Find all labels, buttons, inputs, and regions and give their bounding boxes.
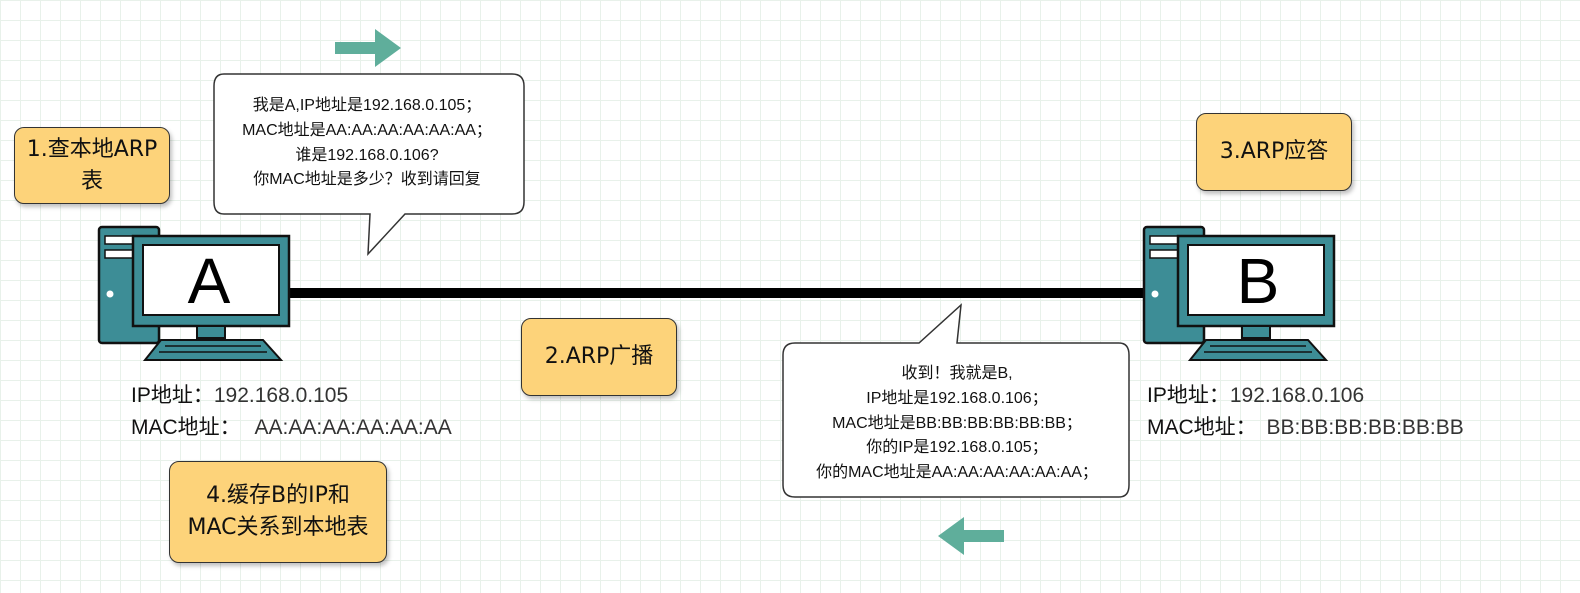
computer-b-label: B — [1236, 245, 1280, 317]
host-b-ip-label: IP地址： — [1147, 384, 1230, 407]
speech-bubble-b-text: 收到！我就是B, IP地址是192.168.0.106； MAC地址是BB:BB… — [785, 362, 1129, 486]
host-a-ip-value: 192.168.0.105 — [213, 384, 349, 407]
host-b-ip-row: IP地址：192.168.0.106 — [1147, 380, 1464, 412]
bubble-b-line: 收到！我就是B, — [901, 365, 1013, 382]
computer-b: B — [1140, 222, 1340, 364]
speech-bubble-a — [213, 73, 525, 257]
computer-a: A — [95, 222, 295, 364]
bubble-a-line: 我是A,IP地址是192.168.0.105； — [252, 97, 482, 114]
host-a-mac-row: MAC地址： AA:AA:AA:AA:AA:AA — [131, 412, 452, 444]
computer-a-label: A — [187, 245, 231, 317]
computer-icon — [1142, 225, 1336, 361]
host-b-mac-value: BB:BB:BB:BB:BB:BB — [1266, 416, 1464, 439]
speech-bubble-a-text: 我是A,IP地址是192.168.0.105； MAC地址是AA:AA:AA:A… — [214, 94, 520, 193]
step-4-box: 4.缓存B的IP和 MAC关系到本地表 — [169, 461, 387, 563]
host-a-ip-label: IP地址： — [131, 384, 214, 407]
step-2-label: 2.ARP广播 — [544, 344, 654, 370]
bubble-b-line: MAC地址是BB:BB:BB:BB:BB:BB； — [832, 414, 1082, 432]
step-3-label: 3.ARP应答 — [1219, 139, 1329, 165]
host-a-mac-value: AA:AA:AA:AA:AA:AA — [254, 416, 452, 439]
computer-icon — [97, 225, 291, 361]
step-1-label: 1.查本地ARP 表 — [26, 136, 158, 194]
arrow-left-icon — [938, 517, 1004, 555]
bubble-a-line: 谁是192.168.0.106? — [295, 146, 439, 164]
host-b-ip-value: 192.168.0.106 — [1229, 384, 1365, 407]
step-4-label: 4.缓存B的IP和 MAC关系到本地表 — [187, 483, 369, 540]
step-1-box: 1.查本地ARP 表 — [14, 127, 170, 204]
bubble-a-line: MAC地址是AA:AA:AA:AA:AA:AA； — [242, 121, 492, 139]
step-3-box: 3.ARP应答 — [1196, 113, 1352, 191]
speech-bubble-b — [782, 303, 1130, 498]
host-b-mac-label: MAC地址： — [1147, 416, 1257, 439]
bubble-b-line: 你的MAC地址是AA:AA:AA:AA:AA:AA； — [816, 464, 1098, 482]
host-a-mac-label: MAC地址： — [131, 416, 241, 439]
bubble-b-line: IP地址是192.168.0.106； — [866, 389, 1048, 407]
host-b-mac-row: MAC地址： BB:BB:BB:BB:BB:BB — [1147, 412, 1464, 444]
host-a-ip-row: IP地址：192.168.0.105 — [131, 380, 452, 412]
bubble-b-line: 你的IP是192.168.0.105； — [866, 439, 1048, 457]
host-b-info: IP地址：192.168.0.106 MAC地址： BB:BB:BB:BB:BB… — [1147, 380, 1464, 444]
network-cable — [285, 288, 1155, 298]
arrow-right-icon — [335, 29, 401, 67]
host-a-info: IP地址：192.168.0.105 MAC地址： AA:AA:AA:AA:AA… — [131, 380, 452, 444]
step-2-box: 2.ARP广播 — [521, 318, 677, 396]
bubble-a-line: 你MAC地址是多少？收到请回复 — [253, 171, 481, 189]
